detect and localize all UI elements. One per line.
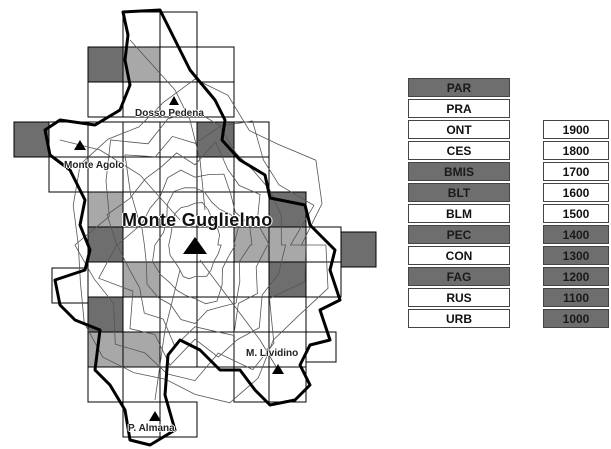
legend-altitude-1000: 1000 [543, 309, 609, 328]
legend-altitude-1500: 1500 [543, 204, 609, 223]
legend-class-rus: RUS [408, 288, 510, 307]
grid-cell [48, 121, 89, 158]
grid-cell [268, 226, 307, 263]
legend-class-con: CON [408, 246, 510, 265]
legend-altitude-1200: 1200 [543, 267, 609, 286]
grid-cell [159, 11, 198, 48]
grid-cell [122, 296, 161, 333]
legend-class-urb: URB [408, 309, 510, 328]
legend-class-blt: BLT [408, 183, 510, 202]
legend-altitude-1400: 1400 [543, 225, 609, 244]
study-area-boundary [43, 8, 342, 447]
peak-markers [74, 96, 284, 421]
legend-class-ces: CES [408, 141, 510, 160]
summit-triangle-p-almana [149, 411, 161, 421]
grid-cell [13, 121, 50, 158]
grid-cell [159, 331, 198, 368]
legend-class-pec: PEC [408, 225, 510, 244]
legend-altitude-1600: 1600 [543, 183, 609, 202]
grid-cell [87, 121, 124, 158]
grid-cell [122, 366, 161, 403]
contour-line [152, 187, 239, 305]
legend-altitude-1700: 1700 [543, 162, 609, 181]
summit-triangle-dosso-pedena [169, 96, 179, 105]
grid-cell [87, 331, 124, 368]
peak-label-dosso-pedena: Dosso Pedena [135, 108, 204, 119]
grid-cell [233, 121, 270, 158]
peak-label-p-almana: P. Almana [128, 423, 175, 434]
legend-altitude-1800: 1800 [543, 141, 609, 160]
summit-triangle-monte-guglielmo [183, 237, 207, 254]
legend-altitude-1300: 1300 [543, 246, 609, 265]
legend-class-bmis: BMIS [408, 162, 510, 181]
grid-cell [48, 156, 89, 193]
grid-cell [159, 401, 198, 438]
grid-cell [305, 226, 342, 263]
grid-cell [305, 331, 337, 363]
grid-cell [122, 121, 161, 158]
grid-cell [122, 11, 161, 48]
grid-cell [233, 296, 270, 333]
contour-line [129, 39, 206, 211]
contour-lines [59, 39, 329, 404]
contour-line [154, 269, 181, 401]
grid-cell [196, 121, 235, 158]
grid-cell [196, 46, 235, 83]
legend-class-fag: FAG [408, 267, 510, 286]
legend-class-pra: PRA [408, 99, 510, 118]
grid-cell [233, 226, 270, 263]
legend-altitude-1100: 1100 [543, 288, 609, 307]
summit-triangle-monte-agolo [74, 140, 86, 150]
peak-label-monte-guglielmo: Monte Guglielmo [122, 210, 273, 230]
legend-altitude-1900: 1900 [543, 120, 609, 139]
grid-cell [340, 231, 377, 268]
contour-line [199, 259, 279, 371]
peak-label-monte-agolo: Monte Agolo [64, 160, 125, 171]
grid-cell [122, 226, 161, 263]
grid-cell [87, 191, 124, 228]
grid-cell [122, 156, 161, 193]
grid-cell [87, 261, 124, 298]
grid-cell [196, 331, 235, 368]
grid-cell [305, 261, 342, 298]
legend-class-par: PAR [408, 78, 510, 97]
contour-line [116, 141, 271, 347]
contour-line [74, 110, 315, 382]
land-cover-legend: PAR PRA ONT CES BMIS BLT BLM PEC CON FAG RUS URB [408, 78, 510, 330]
study-area-map: Dosso Pedena Monte Agolo Monte Guglielmo… [13, 8, 377, 447]
legend-class-blm: BLM [408, 204, 510, 223]
grid-cell [159, 81, 198, 118]
contour-line [72, 78, 329, 404]
peak-label-m-lividino: M. Lividino [246, 348, 299, 359]
grid-cell [159, 46, 198, 83]
contour-line [141, 169, 253, 324]
summit-triangle-m-lividino [272, 364, 284, 374]
contour-line [168, 202, 222, 280]
grid-cell [87, 46, 124, 83]
map-canvas [13, 8, 377, 447]
grid-cell [196, 261, 235, 298]
grid-cell [87, 156, 124, 193]
grid-cell [233, 191, 270, 228]
altitude-legend: 1900 1800 1700 1600 1500 1400 1300 1200 1100 1000 [543, 120, 609, 330]
legend-class-ont: ONT [408, 120, 510, 139]
grid-cell [196, 191, 235, 228]
